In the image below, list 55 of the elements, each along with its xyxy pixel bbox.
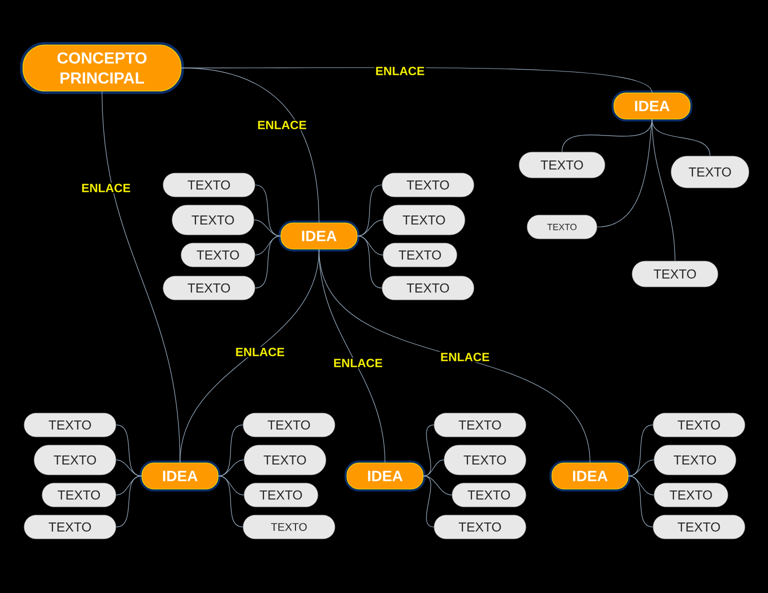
connector-line <box>254 220 281 236</box>
text-box: TEXTO <box>382 276 474 300</box>
concept-box: CONCEPTO PRINCIPAL <box>20 42 184 94</box>
edge-label: ENLACE <box>80 182 132 194</box>
text-box: TEXTO <box>526 214 598 240</box>
text-box: TEXTO <box>180 242 256 268</box>
text-box: TEXTO <box>24 412 116 438</box>
text-box: TEXTO <box>434 514 526 540</box>
text-box: TEXTO <box>652 514 746 540</box>
edge-label: ENLACE <box>332 358 384 368</box>
text-box: TEXTO <box>654 482 728 508</box>
text-box: TEXTO <box>382 204 466 236</box>
connector-line <box>218 476 244 528</box>
text-box: TEXTO <box>162 172 256 198</box>
edge-label: ENLACE <box>374 66 426 76</box>
connector-line <box>116 476 142 528</box>
connector-line <box>116 460 142 476</box>
connector-line <box>181 68 320 223</box>
connector-line <box>652 119 676 262</box>
text-box: TEXTO <box>382 242 458 268</box>
text-box: TEXTO <box>42 482 116 508</box>
connector-line <box>357 236 382 288</box>
text-box: TEXTO <box>172 204 254 236</box>
edge-label: ENLACE <box>234 346 286 358</box>
text-box: TEXTO <box>632 260 718 288</box>
edge-label: ENLACE <box>439 352 491 362</box>
text-box: TEXTO <box>452 482 526 508</box>
text-box: TEXTO <box>382 172 474 198</box>
text-box: TEXTO <box>244 444 326 476</box>
connector-line <box>102 91 180 463</box>
text-box: TEXTO <box>652 412 746 438</box>
idea-box: IDEA <box>612 90 692 122</box>
text-box: TEXTO <box>670 156 750 188</box>
text-box: TEXTO <box>242 412 336 438</box>
connector-line <box>423 460 444 476</box>
connector-line <box>357 220 384 236</box>
text-box: TEXTO <box>654 444 736 476</box>
idea-box: IDEA <box>550 460 630 492</box>
text-box: TEXTO <box>444 444 526 476</box>
idea-box: IDEA <box>140 460 220 492</box>
text-box: TEXTO <box>244 482 318 508</box>
idea-box: IDEA <box>344 460 426 492</box>
connector-line <box>218 460 244 476</box>
edge-label: ENLACE <box>256 120 308 130</box>
text-box: TEXTO <box>24 514 116 540</box>
text-box: TEXTO <box>518 152 606 178</box>
text-box: TEXTO <box>434 412 526 438</box>
idea-box: IDEA <box>278 220 360 252</box>
connector-line <box>628 476 654 528</box>
connector-line <box>254 236 281 288</box>
text-box: TEXTO <box>242 514 336 540</box>
text-box: TEXTO <box>162 276 256 300</box>
text-box: TEXTO <box>34 444 116 476</box>
connector-line <box>628 460 654 476</box>
connector-line <box>628 424 654 476</box>
